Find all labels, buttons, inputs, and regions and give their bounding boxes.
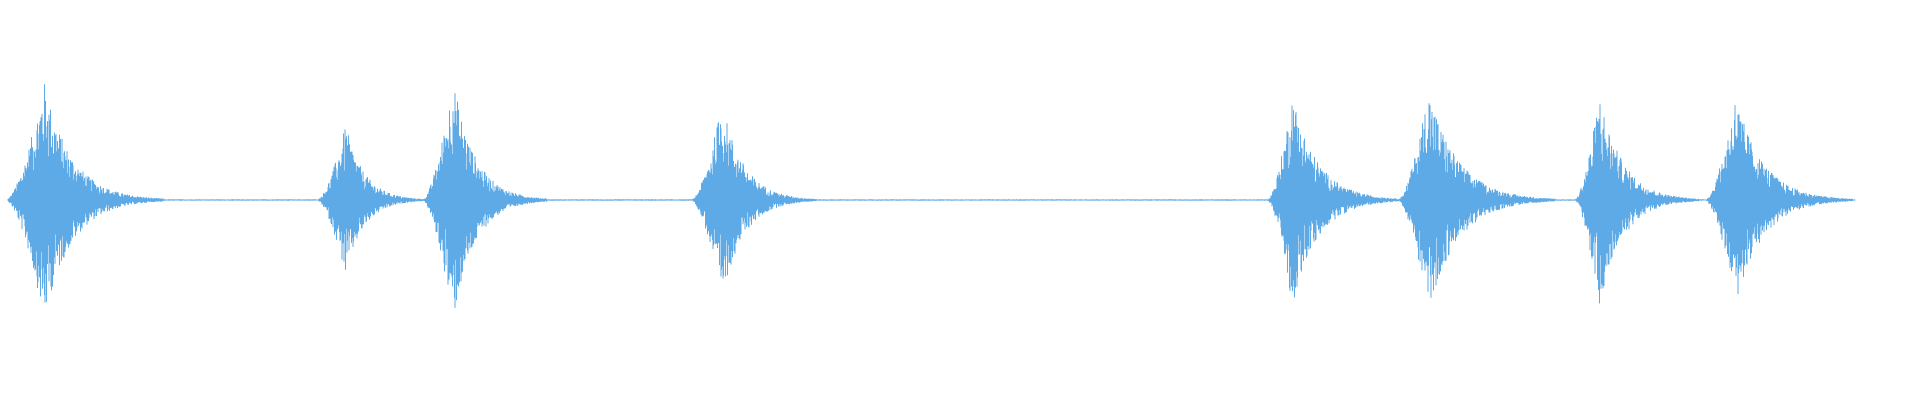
waveform-signal [7, 84, 1856, 308]
